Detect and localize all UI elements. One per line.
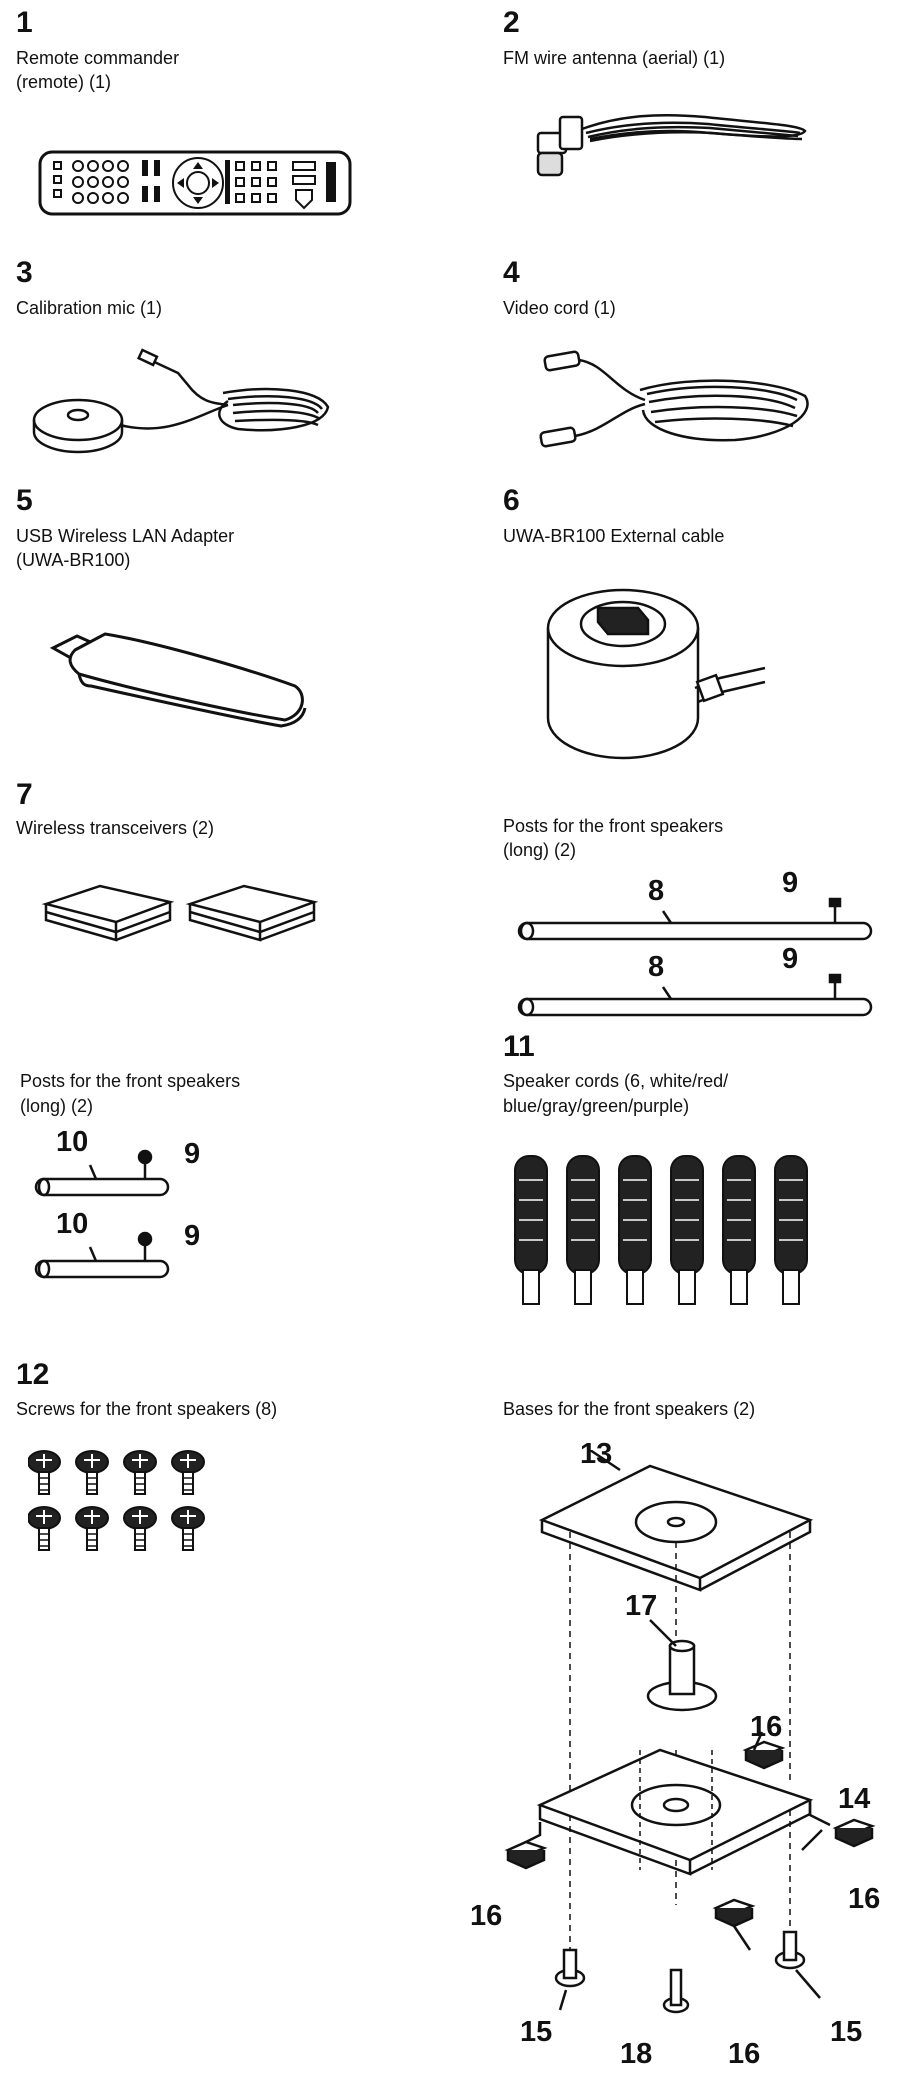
- callout-8-upper: 8: [648, 875, 665, 907]
- callout-10-upper: 10: [56, 1126, 89, 1158]
- item-5-caption-line-1: USB Wireless LAN Adapter: [16, 526, 235, 546]
- callout-9-lower-left: 9: [184, 1220, 201, 1252]
- posts-short-caption-line-1: Posts for the front speakers: [20, 1071, 241, 1091]
- item-12-number: 12: [16, 1358, 50, 1391]
- callout-13: 13: [580, 1438, 613, 1470]
- item-2-number: 2: [503, 6, 520, 39]
- item-1-caption-line-2: (remote) (1): [16, 72, 112, 92]
- usb-lan-adapter-illustration: [45, 620, 315, 730]
- callout-15-right: 15: [830, 2016, 863, 2048]
- bases-caption-line-1: Bases for the front speakers (2): [503, 1399, 756, 1419]
- item-11-caption-line-1: Speaker cords (6, white/red/: [503, 1071, 729, 1091]
- posts-long-caption-line-2: (long) (2): [503, 840, 577, 860]
- callout-8-lower: 8: [648, 951, 665, 983]
- item-5-caption-line-2: (UWA-BR100): [16, 550, 131, 570]
- item-7-caption-line-1: Wireless transceivers (2): [16, 818, 215, 838]
- screws-illustration: [28, 1450, 228, 1560]
- item-5-number: 5: [16, 484, 33, 517]
- callout-9-upper-left: 9: [184, 1138, 201, 1170]
- item-6-number: 6: [503, 484, 520, 517]
- callout-16-right: 16: [848, 1883, 881, 1915]
- item-11-number: 11: [503, 1030, 535, 1063]
- item-12-caption-line-1: Screws for the front speakers (8): [16, 1399, 278, 1419]
- speaker-base-exploded-diagram: [500, 1450, 900, 2070]
- item-3-number: 3: [16, 256, 33, 289]
- callout-16-lower: 16: [728, 2038, 761, 2070]
- item-11-caption-line-2: blue/gray/green/purple): [503, 1096, 690, 1116]
- callout-14: 14: [838, 1783, 871, 1815]
- item-4-number: 4: [503, 256, 520, 289]
- callout-15-left: 15: [520, 2016, 553, 2048]
- callout-16-upper: 16: [750, 1711, 783, 1743]
- calibration-mic-illustration: [28, 345, 338, 465]
- speaker-cords-illustration: [505, 1150, 815, 1310]
- posts-long-caption-line-1: Posts for the front speakers: [503, 816, 724, 836]
- callout-16-left: 16: [470, 1900, 503, 1932]
- item-7-number: 7: [16, 778, 33, 811]
- callout-9-upper-right: 9: [782, 867, 799, 899]
- posts-short-caption-line-2: (long) (2): [20, 1096, 94, 1116]
- long-posts-illustration: [505, 875, 885, 1035]
- item-1-caption-line-1: Remote commander: [16, 48, 180, 68]
- item-4-caption-line-1: Video cord (1): [503, 298, 616, 318]
- callout-10-lower: 10: [56, 1208, 89, 1240]
- item-2-caption-line-1: FM wire antenna (aerial) (1): [503, 48, 726, 68]
- item-6-caption-line-1: UWA-BR100 External cable: [503, 526, 725, 546]
- wireless-transceivers-illustration: [40, 878, 330, 968]
- external-cable-illustration: [540, 578, 770, 768]
- callout-17: 17: [625, 1590, 658, 1622]
- item-3-caption-line-1: Calibration mic (1): [16, 298, 163, 318]
- remote-commander-illustration: [38, 150, 353, 218]
- short-posts-illustration: [30, 1135, 220, 1295]
- item-1-number: 1: [16, 6, 33, 39]
- callout-9-lower-right: 9: [782, 943, 799, 975]
- callout-18: 18: [620, 2038, 653, 2070]
- fm-antenna-illustration: [530, 95, 820, 205]
- video-cord-illustration: [535, 350, 820, 465]
